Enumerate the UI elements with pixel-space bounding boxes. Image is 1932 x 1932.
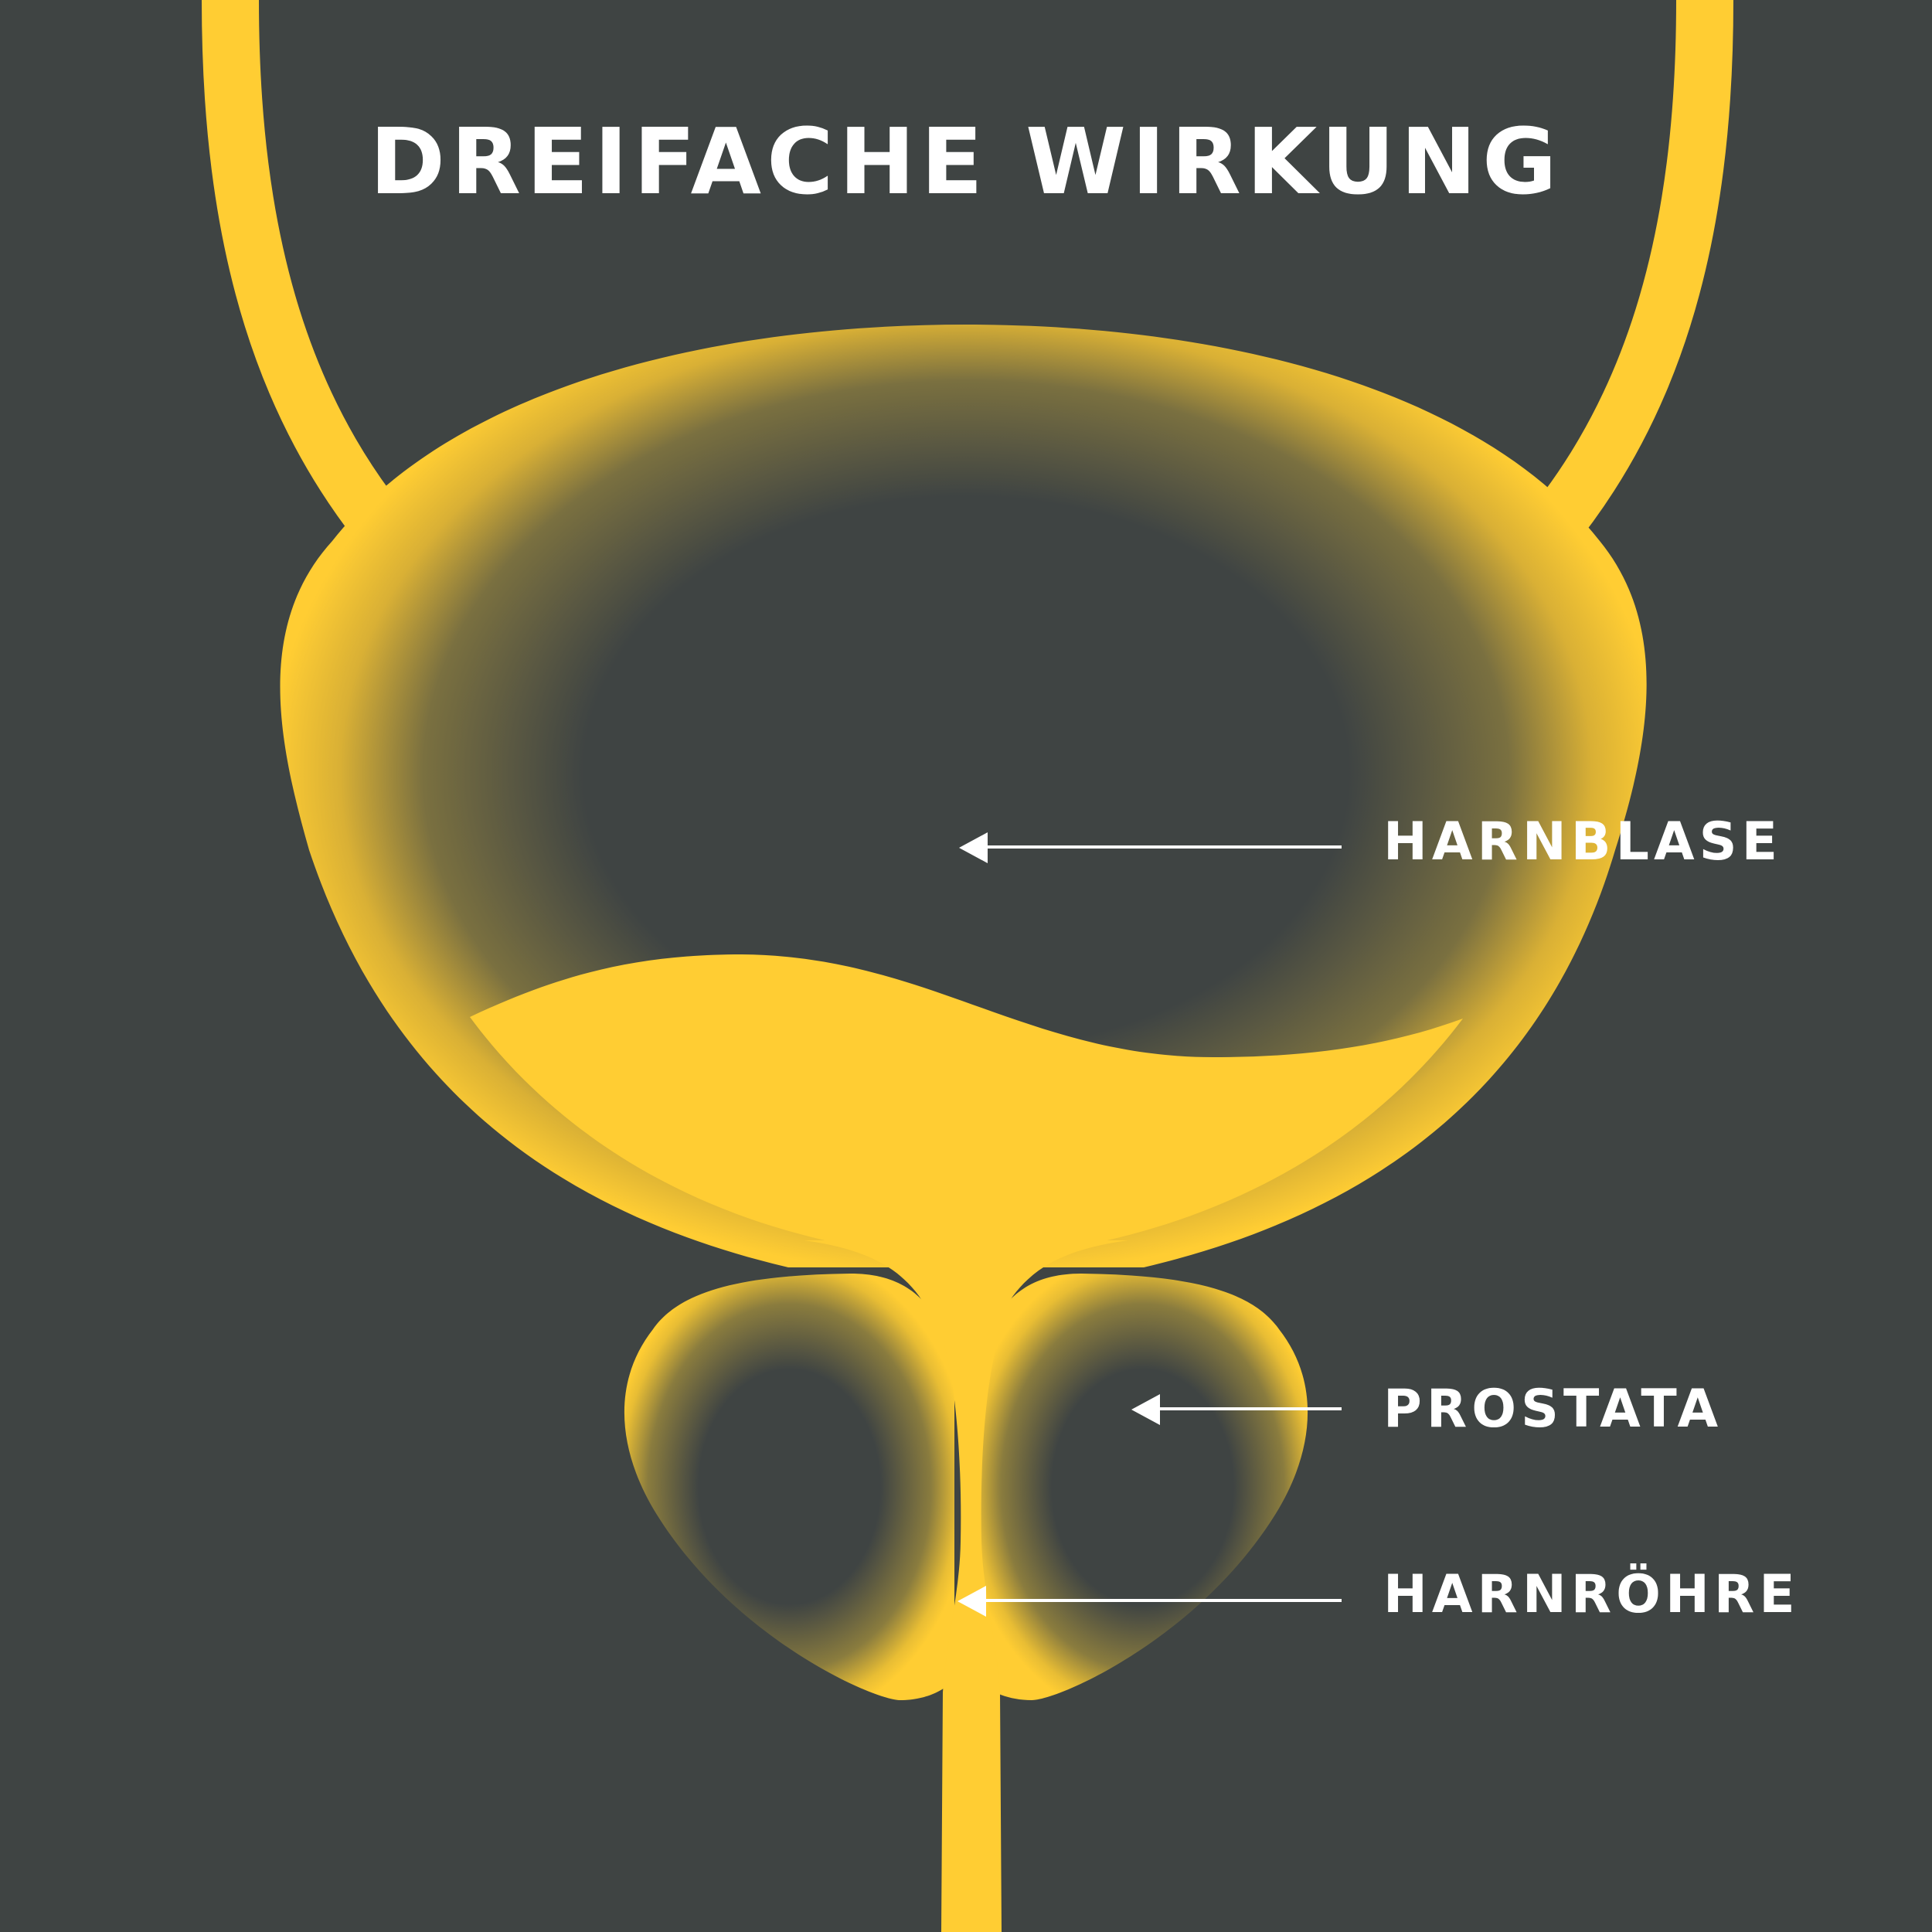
label-bladder: HARNBLASE xyxy=(1383,811,1783,872)
prostate-right-lobe xyxy=(978,1274,1308,1700)
label-urethra: HARNRÖHRE xyxy=(1383,1564,1800,1625)
label-prostate: PROSTATA xyxy=(1383,1379,1723,1440)
urethra-shape xyxy=(941,1345,1002,1932)
right-ureter xyxy=(1492,0,1733,592)
prostate-left-lobe xyxy=(624,1274,954,1700)
pointer-urethra xyxy=(957,1586,1342,1617)
page-title: DREIFACHE WIRKUNG xyxy=(369,108,1563,215)
bladder-neck xyxy=(804,1240,1128,1360)
urine-fill xyxy=(470,954,1463,1260)
pointer-bladder xyxy=(959,832,1342,863)
pointer-prostate xyxy=(1131,1394,1342,1425)
